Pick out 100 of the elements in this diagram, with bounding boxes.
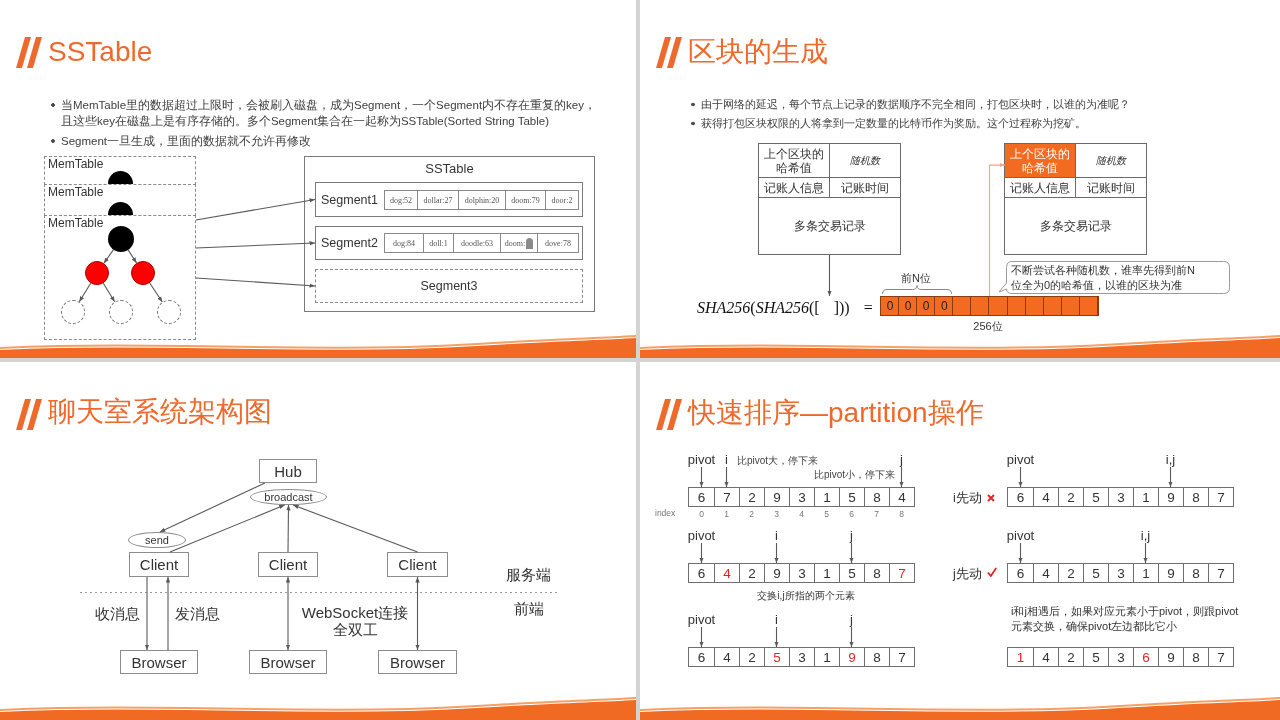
memtable-label: MemTable xyxy=(48,157,104,172)
array-cell: 7 xyxy=(1208,564,1233,582)
array-cell-text: 6 xyxy=(1015,564,1026,582)
array-cell: 5 xyxy=(1083,564,1108,582)
tree-node xyxy=(85,261,109,285)
callout-text: 不断尝试各种随机数，谁率先得到前N位全为0的哈希值，以谁的区块为准 xyxy=(1011,263,1196,292)
bit-value: 0 xyxy=(903,298,913,315)
key-value-cell: doom:79 xyxy=(505,190,546,210)
section-label: 前端 xyxy=(514,600,545,618)
row-label: i先动 xyxy=(953,490,983,506)
pointer-label: i xyxy=(772,612,781,627)
arrow xyxy=(827,254,832,297)
array-cell: 6 xyxy=(1133,648,1158,666)
array-cell-text: 6 xyxy=(1015,488,1026,506)
method-ellipse: broadcast xyxy=(250,489,327,505)
block-field: 记账人信息 xyxy=(759,178,830,198)
client-box: Client xyxy=(258,552,318,577)
pointer-arrow xyxy=(849,542,854,564)
segment-box xyxy=(315,182,583,217)
hint-text: 比pivot大，停下来 xyxy=(737,454,820,467)
block-field: 上个区块的哈希值 xyxy=(1005,144,1076,178)
arrow xyxy=(195,277,316,288)
array-cell: 5 xyxy=(839,488,864,506)
pointer-label: j xyxy=(847,528,856,543)
array-cell: 9 xyxy=(764,488,789,506)
array-cell-text: 6 xyxy=(696,564,707,582)
pointer-label: pivot xyxy=(1005,528,1036,543)
array-cell: 8 xyxy=(864,488,889,506)
number-array xyxy=(688,647,915,667)
slide-panel xyxy=(0,0,636,358)
array-cell: 9 xyxy=(764,564,789,582)
speech-bubble xyxy=(998,261,1230,294)
pointer-arrow xyxy=(899,466,904,488)
pointer-arrow xyxy=(774,542,779,564)
arrow xyxy=(195,198,316,221)
edge-label: 收消息 xyxy=(95,604,141,622)
number-array xyxy=(688,487,915,507)
placeholder-tree-node xyxy=(157,300,181,324)
array-cell: 4 xyxy=(1033,648,1058,666)
memtable-label: MemTable xyxy=(48,216,104,231)
tree-edge-arrow xyxy=(102,282,116,303)
dimension-label: 前N位 xyxy=(900,271,932,285)
index-number: 8 xyxy=(898,509,905,520)
bit-value: 0 xyxy=(921,298,931,315)
key-value-cell: doodle:63 xyxy=(453,233,501,253)
segment-label: Segment1 xyxy=(321,191,378,208)
tree-edge-arrow xyxy=(127,249,138,264)
memtable-card xyxy=(44,215,196,340)
tree-node xyxy=(131,261,155,285)
note-text: 交换i,j所指的两个元素 xyxy=(756,589,856,602)
array-cell: 1 xyxy=(1133,564,1158,582)
pointer-label: j xyxy=(897,452,906,467)
array-cell: 3 xyxy=(789,564,814,582)
arrow xyxy=(144,576,150,651)
key-value-cell xyxy=(500,233,538,253)
array-cell: 9 xyxy=(839,648,864,666)
array-cell: 7 xyxy=(714,488,739,506)
tree-node xyxy=(108,226,134,252)
block-frame xyxy=(758,143,901,255)
index-number: 3 xyxy=(773,509,780,520)
index-number: 5 xyxy=(823,509,830,520)
block-field: 上个区块的哈希值 xyxy=(759,144,830,178)
pointer-label: pivot xyxy=(686,612,717,627)
tree-node xyxy=(108,202,133,215)
container-title: SSTable xyxy=(424,161,475,177)
hub-box: Hub xyxy=(259,459,317,483)
array-cell: 2 xyxy=(1058,648,1083,666)
array-cell: 3 xyxy=(789,488,814,506)
pointer-arrow xyxy=(1168,466,1173,488)
segment-label: Segment2 xyxy=(321,235,378,251)
block-field: 记账人信息 xyxy=(1005,178,1076,198)
array-cell-text: 6 xyxy=(696,648,707,666)
array-cell: 7 xyxy=(1208,648,1233,666)
arrow xyxy=(159,482,266,533)
array-cell: 3 xyxy=(1108,648,1133,666)
array-cell: 1 xyxy=(814,488,839,506)
array-cell: 4 xyxy=(1033,488,1058,506)
index-number: 6 xyxy=(848,509,855,520)
key-value-cell: dollar:27 xyxy=(417,190,459,210)
pointer-arrow xyxy=(699,542,704,564)
slide-panel xyxy=(640,362,1280,720)
pointer-label: j xyxy=(847,612,856,627)
slide-title: 聊天室系统架构图 xyxy=(48,395,273,429)
arrow xyxy=(285,576,291,651)
pointer-label: i,j xyxy=(1137,528,1154,543)
array-cell-text: 1 xyxy=(1015,648,1026,666)
arrow xyxy=(165,576,171,651)
key-value-cell: door:2 xyxy=(545,190,579,210)
section-label: 服务端 xyxy=(506,566,552,584)
memtable-card xyxy=(44,184,196,216)
number-array xyxy=(1007,563,1234,583)
number-array xyxy=(688,563,915,583)
slide-title: 快速排序—partition操作 xyxy=(688,396,985,430)
array-cell: 3 xyxy=(1108,488,1133,506)
array-cell-text: 6 xyxy=(696,488,707,506)
arrow xyxy=(286,504,291,553)
index-label: index xyxy=(655,508,677,519)
array-cell: 8 xyxy=(864,564,889,582)
array-cell: 8 xyxy=(1183,488,1208,506)
array-cell: 4 xyxy=(889,488,914,506)
